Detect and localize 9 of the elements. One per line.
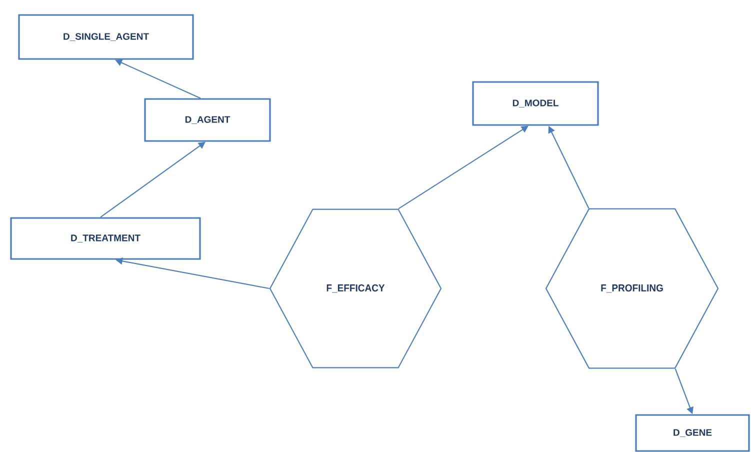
arrow	[100, 142, 206, 218]
fact-hexagon: F_EFFICACY	[269, 208, 442, 368]
fact-hexagon: F_PROFILING	[545, 208, 719, 369]
entity-box: D_AGENT	[144, 98, 271, 142]
entity-box: D_MODEL	[472, 81, 599, 126]
entity-box: D_TREATMENT	[10, 217, 201, 260]
arrow	[398, 126, 528, 210]
entity-box: D_GENE	[635, 414, 750, 452]
entity-box: D_SINGLE_AGENT	[18, 14, 194, 60]
